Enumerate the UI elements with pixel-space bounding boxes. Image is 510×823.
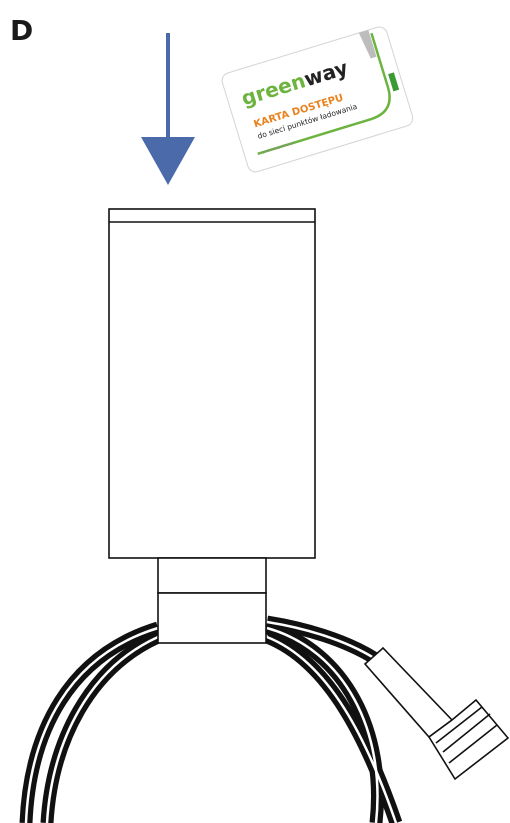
cable-holder <box>157 557 267 644</box>
down-arrow-icon <box>141 33 195 185</box>
charging-cable-icon <box>19 615 403 823</box>
charging-plug-icon <box>363 646 510 781</box>
access-card-icon: greenway KARTA DOSTĘPU do sieci punktów … <box>221 26 414 173</box>
wallbox-charger-icon <box>108 208 316 559</box>
step-label: D <box>10 14 34 47</box>
